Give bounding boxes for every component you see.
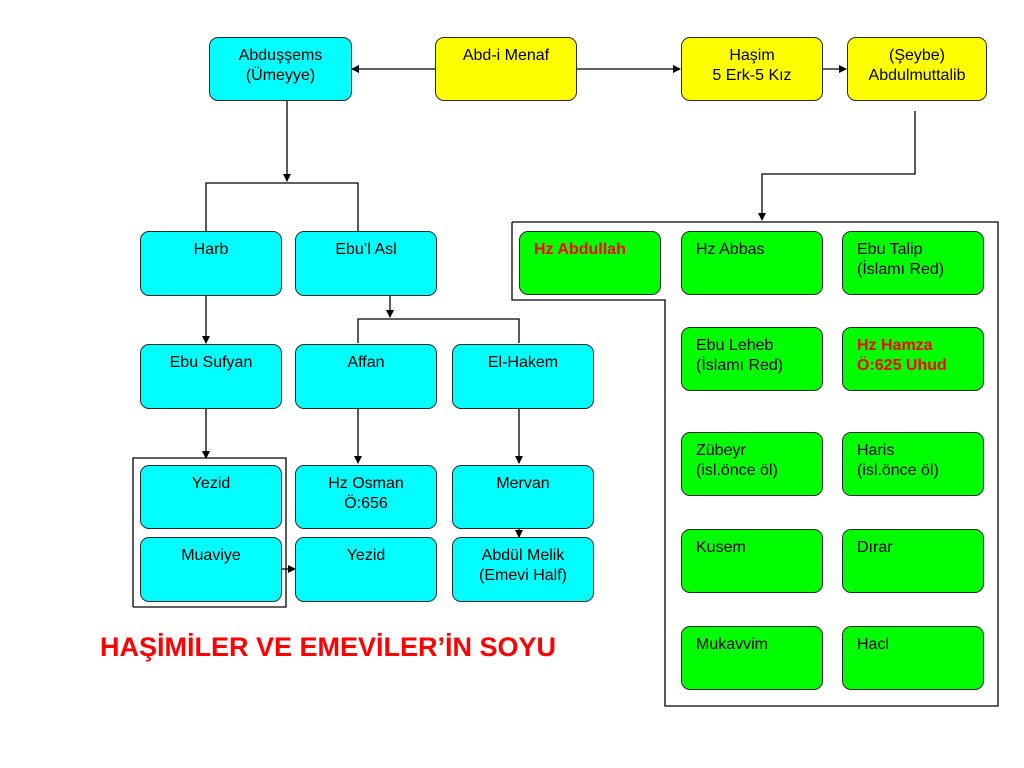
- node-hzhamza: Hz Hamza Ö:625 Uhud: [842, 327, 984, 391]
- node-label: (isl.önce öl): [857, 462, 939, 479]
- node-ebulas: Ebu’l Asl: [295, 231, 437, 296]
- node-label: Ebu’l Asl: [335, 241, 397, 258]
- bracket-affan-elhakem: [357, 318, 520, 343]
- node-label: Abd-i Menaf: [462, 47, 550, 64]
- node-hacl: Hacl: [842, 626, 984, 690]
- node-label: Mervan: [496, 475, 550, 492]
- children-container: [511, 221, 999, 707]
- line-abdulmuttalib-down: [758, 111, 916, 221]
- node-label: 5 Erk-5 Kız: [712, 67, 792, 84]
- node-label: Hz Osman: [328, 475, 404, 492]
- node-abdimenaf: Abd-i Menaf: [435, 37, 577, 101]
- node-dirar: Dırar: [842, 529, 984, 593]
- node-label: Muaviye: [181, 547, 241, 564]
- node-label: Affan: [347, 354, 385, 371]
- node-affan: Affan: [295, 344, 437, 409]
- node-label: Yezid: [191, 475, 231, 492]
- node-label: Kusem: [696, 539, 746, 556]
- node-hzabdullah: Hz Abdullah: [519, 231, 661, 295]
- node-label: Haşim: [729, 47, 775, 64]
- node-label: Haris: [857, 442, 895, 459]
- node-label: Ö:656: [344, 495, 388, 512]
- node-abdulmuttalib: (Şeybe) Abdulmuttalib: [847, 37, 987, 101]
- node-label: Ebu Talip: [857, 241, 923, 258]
- node-label: Abdulmuttalib: [868, 67, 966, 84]
- node-hzabbas: Hz Abbas: [681, 231, 823, 295]
- node-label: (Ümeyye): [245, 67, 316, 84]
- node-label: (İslamı Red): [857, 261, 945, 278]
- node-label: El-Hakem: [487, 354, 559, 371]
- node-yezid: Yezid: [140, 465, 282, 529]
- node-label: Harb: [193, 241, 229, 258]
- bracket-harb-ebulas: [205, 182, 359, 231]
- node-ebuleheb: Ebu Leheb (İslamı Red): [681, 327, 823, 391]
- node-elhakem: El-Hakem: [452, 344, 594, 409]
- node-label: Dırar: [857, 539, 893, 556]
- node-label: (isl.önce öl): [696, 462, 778, 479]
- node-label: Yezid: [346, 547, 386, 564]
- node-abdusems: Abduşşems (Ümeyye): [209, 37, 352, 101]
- node-label: Zübeyr: [696, 442, 746, 459]
- node-ebutalip: Ebu Talip (İslamı Red): [842, 231, 984, 295]
- node-harb: Harb: [140, 231, 282, 296]
- node-ebusufyan: Ebu Sufyan: [140, 344, 282, 409]
- node-label: Mukavvim: [696, 636, 769, 653]
- node-zubeyr: Zübeyr (isl.önce öl): [681, 432, 823, 496]
- node-yezid-2: Yezid: [295, 537, 437, 602]
- node-label: Hz Abbas: [696, 241, 765, 258]
- node-label: (İslamı Red): [696, 357, 784, 374]
- node-label: (Emevi Half): [478, 567, 567, 584]
- node-label: Hz Abdullah: [534, 241, 626, 258]
- node-label: Hacl: [857, 636, 890, 653]
- node-hzosman: Hz Osman Ö:656: [295, 465, 437, 529]
- node-abdulmelik: Abdül Melik (Emevi Half): [452, 537, 594, 602]
- node-hasim: Haşim 5 Erk-5 Kız: [681, 37, 823, 101]
- node-label: Abdül Melik: [481, 547, 565, 564]
- node-label: Ebu Leheb: [696, 337, 774, 354]
- node-label: (Şeybe): [888, 47, 946, 64]
- diagram-title: HAŞİMİLER VE EMEVİLER’İN SOYU: [100, 632, 557, 662]
- node-muaviye: Muaviye: [140, 537, 282, 602]
- node-mervan: Mervan: [452, 465, 594, 529]
- node-haris: Haris (isl.önce öl): [842, 432, 984, 496]
- node-mukavvim: Mukavvim: [681, 626, 823, 690]
- bracket-yezid-muaviye: [132, 457, 287, 608]
- node-kusem: Kusem: [681, 529, 823, 593]
- node-label: Hz Hamza: [857, 337, 933, 354]
- node-label: Ö:625 Uhud: [857, 357, 947, 374]
- node-label: Ebu Sufyan: [169, 354, 253, 371]
- node-label: Abduşşems: [238, 47, 323, 64]
